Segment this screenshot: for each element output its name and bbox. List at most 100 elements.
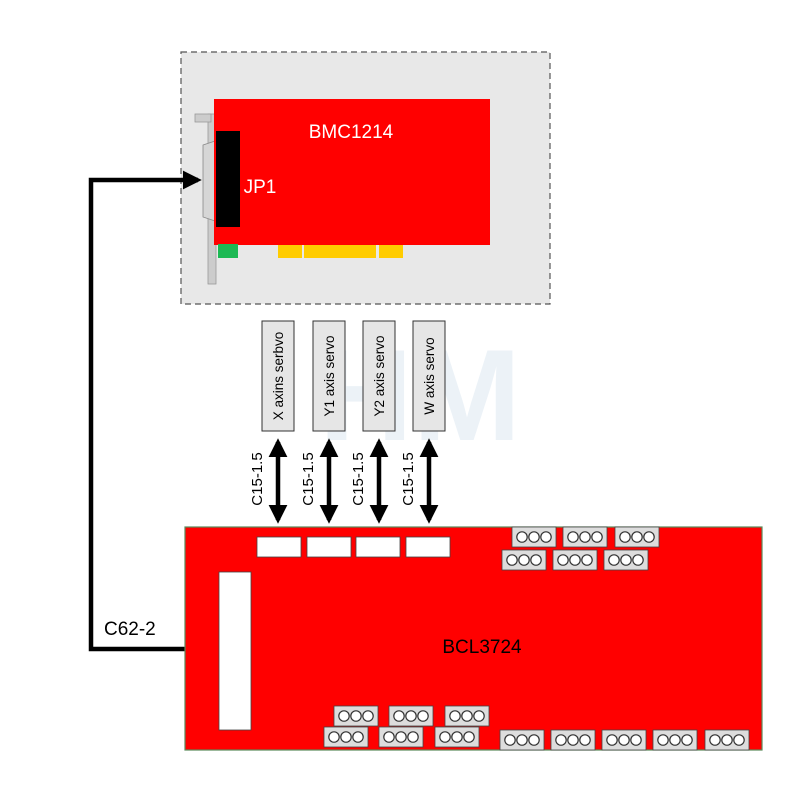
terminal-pin xyxy=(567,734,579,746)
terminal-pin xyxy=(620,554,632,566)
main-connector xyxy=(218,571,252,731)
terminal-block xyxy=(499,729,545,751)
servo-port-y1 xyxy=(306,536,352,558)
terminal-pin xyxy=(516,734,528,746)
terminal-pin xyxy=(733,734,745,746)
terminal-pin xyxy=(518,554,530,566)
cable-label-y1: C15-1.5 xyxy=(300,452,317,505)
terminal-pin xyxy=(591,531,603,543)
terminal-block xyxy=(323,726,369,748)
terminal-pin xyxy=(630,734,642,746)
bracket-tab xyxy=(194,113,212,123)
terminal-block xyxy=(434,726,480,748)
terminal-pin xyxy=(657,734,669,746)
terminal-block xyxy=(333,705,379,727)
servo-label-y2: Y2 axis servo xyxy=(372,335,387,416)
terminal-block xyxy=(550,729,596,751)
card-name: BMC1214 xyxy=(309,122,394,143)
terminal-pin xyxy=(473,710,485,722)
terminal-block xyxy=(511,526,557,548)
gold-finger-1 xyxy=(278,245,302,258)
terminal-block xyxy=(562,526,608,548)
terminal-block xyxy=(601,729,647,751)
terminal-pin xyxy=(632,554,644,566)
terminal-pin xyxy=(618,734,630,746)
servo-port-x xyxy=(256,536,302,558)
cable-label-x: C15-1.5 xyxy=(249,452,266,505)
servo-label-w: W axis servo xyxy=(422,337,437,414)
terminal-pin xyxy=(579,531,591,543)
terminal-pin xyxy=(417,710,429,722)
terminal-block xyxy=(552,549,598,571)
servo-label-x: X axins serbvo xyxy=(271,332,286,421)
terminal-pin xyxy=(504,734,516,746)
terminal-pin xyxy=(528,531,540,543)
status-led xyxy=(218,244,238,258)
terminal-block xyxy=(704,729,750,751)
terminal-pin xyxy=(451,731,463,743)
terminal-pin xyxy=(555,734,567,746)
terminal-pin xyxy=(669,734,681,746)
terminal-pin xyxy=(362,710,374,722)
terminal-pin xyxy=(395,731,407,743)
terminal-pin xyxy=(540,531,552,543)
terminal-pin xyxy=(328,731,340,743)
terminal-pin xyxy=(338,710,350,722)
terminal-block xyxy=(444,705,490,727)
terminal-pin xyxy=(681,734,693,746)
terminal-pin xyxy=(643,531,655,543)
terminal-pin xyxy=(350,710,362,722)
board-name: BCL3724 xyxy=(442,637,522,658)
main-cable-label: C62-2 xyxy=(104,619,156,640)
terminal-pin xyxy=(516,531,528,543)
terminal-blocks xyxy=(323,526,750,751)
terminal-block xyxy=(652,729,698,751)
terminal-pin xyxy=(579,734,591,746)
terminal-pin xyxy=(340,731,352,743)
terminal-pin xyxy=(463,731,475,743)
terminal-pin xyxy=(530,554,542,566)
terminal-pin xyxy=(461,710,473,722)
servo-box-y1: Y1 axis servo xyxy=(312,320,346,432)
terminal-pin xyxy=(557,554,569,566)
terminal-block xyxy=(614,526,660,548)
terminal-pin xyxy=(631,531,643,543)
terminal-pin xyxy=(721,734,733,746)
terminal-pin xyxy=(449,710,461,722)
cable-label-y2: C15-1.5 xyxy=(350,452,367,505)
terminal-pin xyxy=(407,731,419,743)
terminal-pin xyxy=(405,710,417,722)
gold-finger-2 xyxy=(304,245,376,258)
servo-box-w: W axis servo xyxy=(412,320,446,432)
servo-box-x: X axins serbvo xyxy=(261,320,295,432)
terminal-pin xyxy=(581,554,593,566)
terminal-pin xyxy=(619,531,631,543)
terminal-pin xyxy=(352,731,364,743)
terminal-block xyxy=(603,549,649,571)
terminal-pin xyxy=(567,531,579,543)
terminal-block xyxy=(378,726,424,748)
gold-finger-3 xyxy=(379,245,403,258)
servo-label-y1: Y1 axis servo xyxy=(322,335,337,416)
terminal-pin xyxy=(709,734,721,746)
bmc1214-card xyxy=(214,99,490,245)
cable-label-w: C15-1.5 xyxy=(400,452,417,505)
pci-card-group: BMC1214 JP1 xyxy=(180,51,551,305)
terminal-pin xyxy=(608,554,620,566)
servo-port-y2 xyxy=(355,536,401,558)
terminal-block xyxy=(388,705,434,727)
terminal-pin xyxy=(393,710,405,722)
terminal-pin xyxy=(569,554,581,566)
terminal-pin xyxy=(439,731,451,743)
servo-port-w xyxy=(405,536,451,558)
connector-label: JP1 xyxy=(244,177,277,198)
main-cable xyxy=(88,170,212,659)
terminal-pin xyxy=(528,734,540,746)
terminal-pin xyxy=(506,554,518,566)
terminal-block xyxy=(501,549,547,571)
terminal-pin xyxy=(383,731,395,743)
jp1-connector xyxy=(216,131,240,227)
servo-box-y2: Y2 axis servo xyxy=(362,320,396,432)
terminal-pin xyxy=(606,734,618,746)
